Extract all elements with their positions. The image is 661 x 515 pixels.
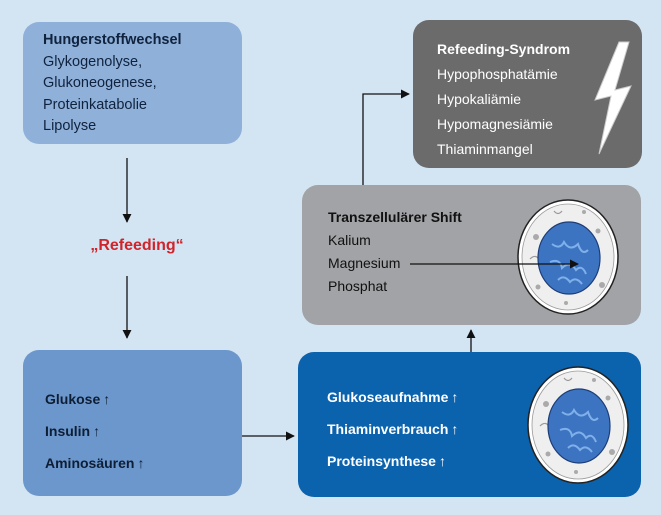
aufnahme-item: Glukoseaufnahme↑ xyxy=(327,389,459,405)
shift-item: Phosphat xyxy=(328,278,388,294)
hunger-title: Hungerstoffwechsel xyxy=(43,32,182,48)
arrow-up-icon: ↑ xyxy=(451,389,459,405)
syndrome-item: Thiaminmangel xyxy=(437,141,533,157)
glukoseaufnahme-box: Glukoseaufnahme↑ Thiaminverbrauch↑ Prote… xyxy=(298,352,641,497)
syndrome-item: Hypophosphatämie xyxy=(437,66,558,82)
shift-item: Kalium xyxy=(328,232,371,248)
arrow-up-icon: ↑ xyxy=(93,423,101,439)
refeeding-label: „Refeeding“ xyxy=(90,237,184,254)
shift-item: Magnesium xyxy=(328,255,401,271)
aufnahme-item: Proteinsynthese↑ xyxy=(327,453,446,469)
transzellulaerer-shift-box: Transzellulärer Shift Kalium Magnesium P… xyxy=(302,185,641,325)
cell-icon xyxy=(517,199,619,315)
aufnahme-item: Thiaminverbrauch↑ xyxy=(327,421,459,437)
arrow-up-icon: ↑ xyxy=(451,421,459,437)
hunger-item: Proteinkatabolie xyxy=(43,96,147,113)
syndrome-item: Hypomagnesiämie xyxy=(437,116,553,132)
syndrome-item: Hypokaliämie xyxy=(437,91,522,107)
arrow-shift-to-syndrome xyxy=(362,89,410,185)
syndrome-title: Refeeding-Syndrom xyxy=(437,41,571,57)
arrow-up-icon: ↑ xyxy=(103,391,111,407)
lightning-bolt-icon xyxy=(594,41,632,155)
hunger-item: Lipolyse xyxy=(43,118,97,134)
glukose-insulin-box: Glukose↑ Insulin↑ Aminosäuren↑ xyxy=(23,350,242,496)
refeeding-syndrom-box: Refeeding-Syndrom Hypophosphatämie Hypok… xyxy=(413,20,642,168)
glukose-item: Aminosäuren↑ xyxy=(45,455,145,471)
glukose-item: Insulin↑ xyxy=(45,423,101,439)
hunger-item: Glykogenolyse, xyxy=(43,53,143,70)
glukose-item: Glukose↑ xyxy=(45,391,111,407)
cell-icon xyxy=(527,366,629,484)
shift-title: Transzellulärer Shift xyxy=(328,209,462,225)
hunger-item: Glukoneogenese, xyxy=(43,75,157,91)
arrow-up-icon: ↑ xyxy=(438,453,446,469)
hungerstoffwechsel-box: Hungerstoffwechsel Glykogenolyse, Glukon… xyxy=(23,22,242,144)
arrow-up-icon: ↑ xyxy=(137,455,145,471)
